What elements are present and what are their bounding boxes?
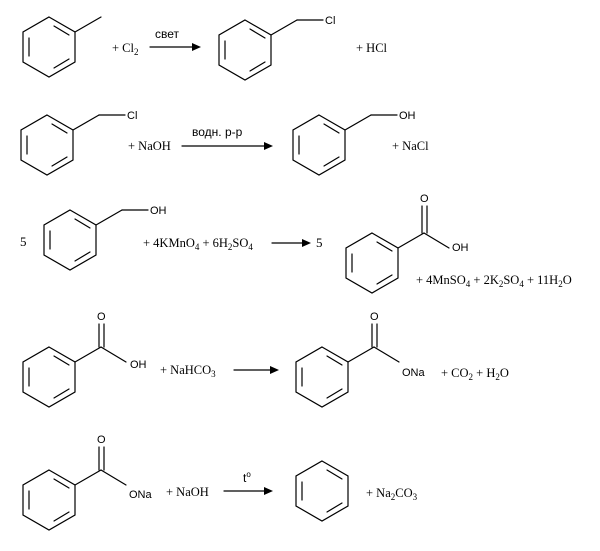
benzyl-alcohol-reactant-structure <box>43 209 149 271</box>
benzoic-acid-reactant-structure <box>22 323 127 408</box>
sodium-benzoate-reactant-structure <box>22 446 127 531</box>
toluene-structure <box>22 16 102 78</box>
atom-o-reactant-5: O <box>97 434 106 446</box>
side-products-reaction-3: + 4MnSO4 + 2K2SO4 + 11H2O <box>416 273 572 289</box>
reagent-naoh-5: + NaOH <box>166 485 209 499</box>
side-product-hcl: + HCl <box>356 41 388 55</box>
reaction-3: 5 OH + 4KMnO4 + 6H2SO4 5 O OH + 4M <box>20 193 572 294</box>
side-product-nacl: + NaCl <box>392 139 429 153</box>
side-product-na2co3: + Na2CO3 <box>366 486 418 502</box>
reaction-arrow-3 <box>271 239 311 247</box>
atom-o-reactant-4: O <box>97 311 106 323</box>
reagents-kmno4-h2so4: + 4KMnO4 + 6H2SO4 <box>143 236 253 252</box>
reaction-1: + Cl2 свет Cl + HCl <box>22 15 388 81</box>
reaction-2: Cl + NaOH водн. р-р OH + NaCl <box>20 110 429 176</box>
atom-ona-reactant-5: ONa <box>129 489 153 501</box>
benzyl-alcohol-structure <box>292 114 398 176</box>
atom-oh-reactant-4: OH <box>130 359 147 371</box>
atom-o-product-4: O <box>370 311 379 323</box>
atom-cl-product-1: Cl <box>325 15 335 27</box>
sodium-benzoate-structure <box>295 323 400 408</box>
atom-o-product-3: O <box>420 193 429 205</box>
side-products-reaction-4: + CO2 + H2O <box>441 366 509 382</box>
benzene-structure <box>295 460 349 522</box>
reaction-arrow-5 <box>223 487 273 495</box>
coefficient-5-right: 5 <box>316 235 323 250</box>
atom-oh-reactant-3: OH <box>150 205 167 217</box>
benzyl-chloride-reactant-structure <box>20 114 126 176</box>
atom-oh-product-2: OH <box>399 110 416 122</box>
condition-aqueous-solution: водн. р-р <box>192 125 243 139</box>
coefficient-5-left: 5 <box>20 234 27 249</box>
condition-heat: to <box>243 470 251 485</box>
atom-cl-reactant-2: Cl <box>127 110 137 122</box>
reagent-nahco3: + NaHCO3 <box>160 363 216 379</box>
atom-oh-product-3: OH <box>452 242 469 254</box>
reaction-arrow-2 <box>181 142 273 150</box>
condition-light: свет <box>155 27 180 41</box>
reaction-arrow-1 <box>149 43 201 51</box>
benzyl-chloride-structure <box>218 19 324 81</box>
atom-ona-product-4: ONa <box>402 367 426 379</box>
reaction-arrow-4 <box>233 366 279 374</box>
reaction-5: O ONa + NaOH to + Na2CO3 <box>22 434 418 531</box>
reaction-4: O OH + NaHCO3 O ONa + CO2 + H2O <box>22 311 509 408</box>
benzoic-acid-structure <box>345 205 450 294</box>
reagent-naoh: + NaOH <box>128 139 171 153</box>
reagent-cl2: + Cl2 <box>112 41 139 57</box>
